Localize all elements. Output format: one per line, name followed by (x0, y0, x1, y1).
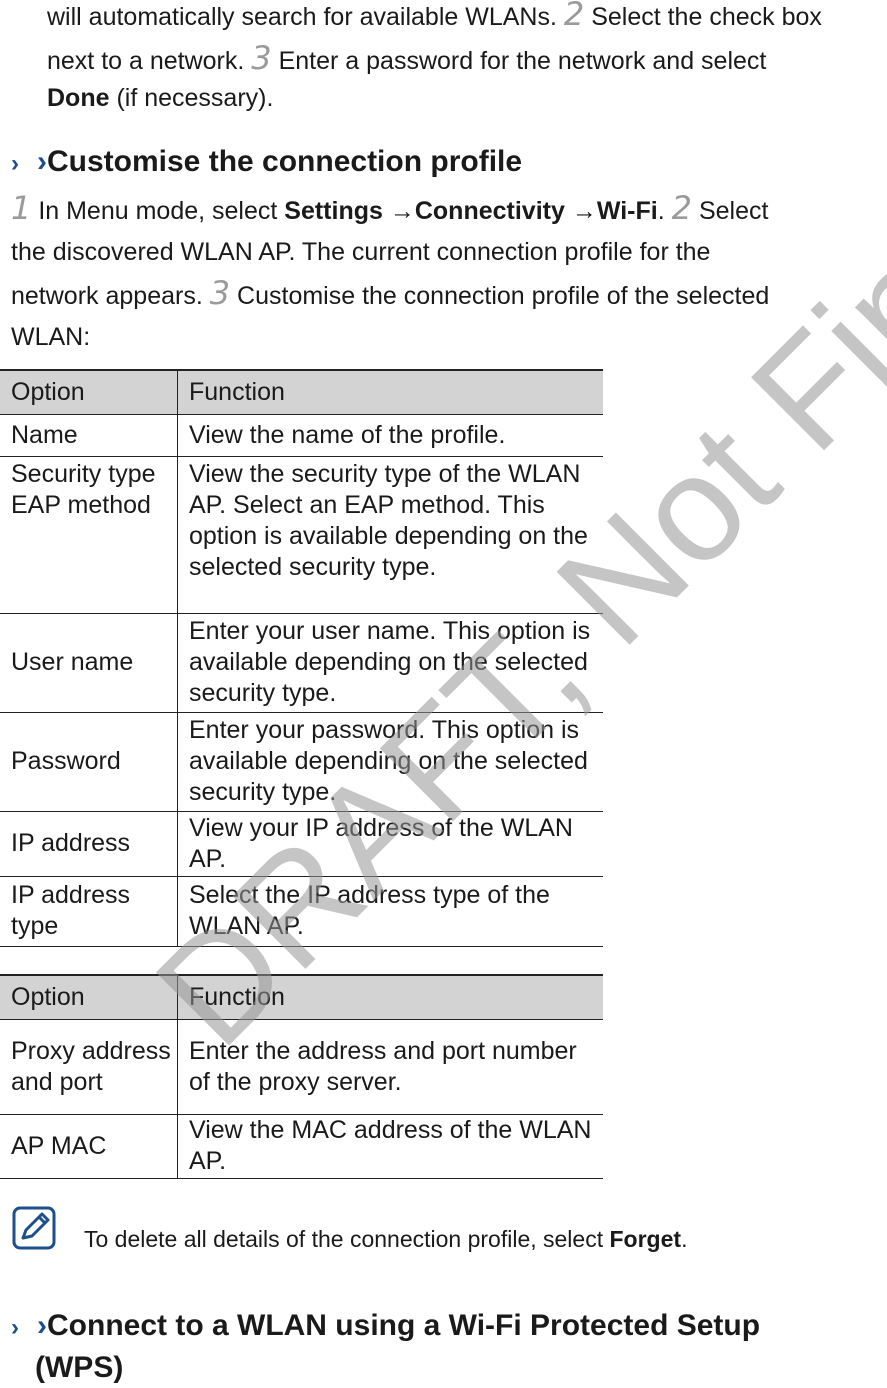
function-cell: View the name of the profile. (177, 414, 603, 457)
function-cell: Enter your user name. This option is ava… (177, 613, 603, 713)
intro-text: Select the check box (591, 3, 822, 31)
step-number: 2 (563, 0, 585, 33)
step-text: WLAN: (11, 323, 91, 351)
note-body: To delete all details of the connection … (84, 1226, 604, 1252)
table-row: AP MAC View the MAC address of the WLAN … (0, 1114, 603, 1179)
function-cell: Select the IP address type of the WLAN A… (177, 876, 603, 947)
step-number: 3 (251, 39, 272, 77)
section-heading-wps: ››Connect to a WLAN using a Wi-Fi Protec… (11, 1306, 760, 1388)
option-cell: Name (0, 414, 178, 457)
function-cell: View your IP address of the WLAN AP. (177, 811, 603, 877)
step-text: Select (698, 197, 769, 225)
function-cell: Enter the address and port number of the… (177, 1019, 603, 1115)
table-row: IP address type Select the IP address ty… (0, 876, 603, 947)
column-header-option: Option (0, 974, 178, 1020)
column-header-function: Function (177, 369, 603, 415)
option-cell: User name (0, 613, 178, 713)
table-row: Name View the name of the profile. (0, 414, 603, 457)
option-cell: AP MAC (0, 1114, 178, 1179)
function-cell: View the MAC address of the WLAN AP. (177, 1114, 603, 1179)
options-table-1: Option Function Name View the name of th… (0, 369, 603, 947)
note-pencil-icon (12, 1206, 56, 1250)
table-row: Security type EAP method View the securi… (0, 456, 603, 614)
option-cell: Proxy address and port (0, 1019, 178, 1115)
arrow-icon: → (571, 197, 597, 225)
column-header-function: Function (177, 974, 603, 1020)
intro-text: will automatically search for available … (47, 3, 557, 31)
menu-path-wifi: Wi-Fi (596, 197, 658, 225)
section-title-continued: (WPS) (35, 1351, 124, 1384)
intro-text: Enter a password for the network and sel… (278, 47, 767, 75)
table-header-row: Option Function (0, 974, 603, 1020)
forget-label: Forget (609, 1226, 682, 1252)
table-row: Password Enter your password. This optio… (0, 712, 603, 812)
step-number: 1 (11, 189, 32, 227)
chevron-right-icon: › (37, 1309, 47, 1342)
done-label: Done (47, 84, 110, 112)
step-number: 3 (209, 274, 231, 312)
table-row: IP address View your IP address of the W… (0, 811, 603, 877)
step-text: network appears. (11, 282, 203, 310)
function-cell: Enter your password. This option is avai… (177, 712, 603, 812)
table-header-row: Option Function (0, 369, 603, 415)
table-row: Proxy address and port Enter the address… (0, 1019, 603, 1115)
note-text: To delete all details of the connection … (84, 1226, 687, 1253)
menu-path-connectivity: Connectivity (414, 197, 565, 225)
punctuation: . (657, 197, 665, 225)
table-row: User name Enter your user name. This opt… (0, 613, 603, 713)
step-text: In Menu mode, select (38, 197, 278, 225)
step-number: 2 (671, 189, 692, 227)
chevron-right-icon: › (11, 1314, 19, 1341)
section1-paragraph: 1 In Menu mode, select Settings →Connect… (11, 188, 871, 358)
function-cell: View the security type of the WLAN AP. S… (177, 456, 603, 614)
option-cell: Password (0, 712, 178, 812)
intro-text: (if necessary). (116, 84, 274, 112)
intro-paragraph: will automatically search for available … (47, 0, 887, 129)
section-title: Connect to a WLAN using a Wi-Fi Protecte… (47, 1309, 761, 1342)
option-cell: Security type EAP method (0, 456, 178, 614)
option-cell: IP address type (0, 876, 178, 947)
column-header-option: Option (0, 369, 178, 415)
step-text: Customise the connection profile of the … (237, 282, 770, 310)
chevron-right-icon: › (11, 150, 19, 177)
section-title: Customise the connection profile (47, 145, 523, 178)
punctuation: . (681, 1226, 688, 1252)
step-text: the discovered WLAN AP. The current conn… (11, 238, 711, 266)
section-heading-customise: ››Customise the connection profile (11, 145, 522, 179)
options-table-2: Option Function Proxy address and port E… (0, 974, 603, 1179)
intro-text: next to a network. (47, 47, 245, 75)
chevron-right-icon: › (37, 145, 47, 178)
arrow-icon: → (389, 197, 415, 225)
option-cell: IP address (0, 811, 178, 877)
menu-path-settings: Settings (284, 197, 383, 225)
